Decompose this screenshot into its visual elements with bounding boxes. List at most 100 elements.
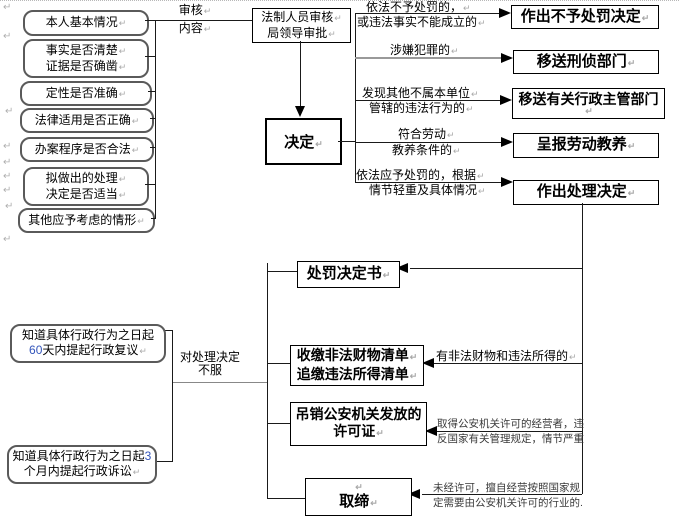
branch-condition: 发现其他不属本单位↵: [362, 86, 479, 100]
dissatisfied-label: 对处理决定 不服: [179, 350, 240, 377]
node-label: 其他应予考虑的情形: [28, 212, 137, 227]
node-label: 办案程序是否合法: [34, 141, 131, 156]
arrow-left-icon: [396, 263, 408, 273]
connector-line: [162, 330, 172, 331]
arrow-left-icon: [408, 489, 420, 499]
formatting-mark: ↵: [3, 2, 12, 13]
connector-line: [434, 363, 582, 364]
outcome-condition: 未经许可，擅自经营按照国家规: [433, 482, 580, 494]
node-label: 法制人员审核: [261, 9, 334, 24]
flow-node-legal-review-approval: 法制人员审核↵ 局领导审批↵: [252, 8, 351, 43]
formatting-mark: ↵: [139, 346, 147, 356]
node-label: 定性是否准确: [45, 85, 118, 100]
connector-line: [355, 13, 356, 182]
node-label: 作出不予处罚决定: [520, 7, 641, 25]
branch-condition: 依法应予处罚的，根据↵: [356, 168, 485, 182]
flow-node-basic-info: 本人基本情况↵: [23, 10, 149, 36]
branch-condition: 情节轻重及具体情况↵: [369, 183, 486, 197]
connector-line: [355, 100, 500, 101]
arrow-left-icon: [425, 426, 437, 436]
flow-node-law-application: 法律适用是否正确↵: [20, 108, 154, 133]
node-label: 移送有关行政主管部门: [518, 91, 659, 107]
connector-line: [437, 431, 582, 432]
formatting-mark: ↵: [382, 270, 391, 280]
flow-node-transfer-administrative-dept: 移送有关行政主管部门 ↵: [512, 88, 665, 119]
node-label: 收缴非法财物清单: [296, 346, 409, 363]
formatting-mark: ↵: [132, 467, 141, 477]
connector-line: [151, 218, 155, 219]
flow-node-revoke-license: 吊销公安机关发放的 许可证↵: [290, 402, 427, 446]
node-label: 取缔: [339, 493, 370, 510]
formatting-mark: ↵: [585, 106, 593, 116]
node-label: 本人基本情况: [45, 15, 118, 29]
formatting-mark: ↵: [409, 351, 418, 362]
formatting-mark: ↵: [118, 45, 127, 56]
connector-line: [145, 184, 155, 185]
formatting-mark: ↵: [409, 370, 418, 381]
flow-node-confiscation-lists: 收缴非法财物清单↵ 追缴违法所得清单↵: [290, 345, 424, 386]
formatting-mark: ↵: [315, 139, 323, 149]
node-label: 吊销公安机关发放的: [295, 406, 422, 422]
arrow-right-icon: [501, 177, 513, 187]
node-label: 证据是否确凿: [45, 58, 118, 73]
formatting-mark: ↵: [118, 88, 127, 99]
connector-line: [355, 57, 501, 59]
review-content-label: 审核↵: [178, 3, 212, 17]
arrow-left-icon: [422, 358, 434, 368]
outcome-condition: 定需要由公安机关许可的行业的.: [433, 497, 583, 509]
node-label: 天内提起行政复议: [42, 343, 139, 357]
connector-line: [355, 142, 501, 143]
connector-line: [338, 141, 355, 142]
connector-line: [267, 263, 268, 499]
formatting-mark: ↵: [355, 482, 363, 492]
node-label: 知道具体行政行为之日起: [12, 449, 145, 463]
deadline-number: 60: [29, 343, 43, 357]
formatting-mark: ↵: [118, 61, 127, 72]
flow-node-proposed-decision: 拟做出的处理↵ 决定是否适当↵: [23, 167, 149, 206]
formatting-mark: ↵: [376, 428, 384, 438]
node-label: 事实是否清楚: [45, 42, 118, 57]
formatting-mark: ↵: [3, 185, 12, 196]
node-label: 呈报劳动教养: [536, 136, 627, 153]
review-content-label: 内容↵: [178, 21, 212, 35]
formatting-mark: ↵: [3, 31, 12, 42]
connector-line: [152, 461, 172, 462]
flow-node-ban: ↵ 取缔↵: [305, 478, 412, 516]
node-label: 法律适用是否正确: [34, 112, 131, 127]
formatting-mark: ↵: [3, 234, 12, 245]
connector-line: [172, 382, 267, 383]
branch-condition: 依法不予处罚的，↵: [366, 0, 471, 14]
node-label: 许可证: [333, 423, 376, 439]
branch-condition: 或违法事实不能成立的↵: [357, 15, 486, 29]
formatting-mark: ↵: [118, 18, 127, 28]
formatting-mark: ↵: [131, 115, 140, 126]
branch-condition: 符合劳动↵: [398, 127, 455, 141]
connector-line: [145, 20, 252, 21]
connector-line: [300, 41, 301, 108]
flow-node-transfer-criminal-investigation: 移送刑侦部门↵: [513, 50, 659, 74]
formatting-mark: ↵: [328, 28, 336, 39]
formatting-mark: ↵: [131, 144, 140, 155]
node-label: 局领导审批: [267, 25, 328, 40]
arrow-right-icon: [499, 8, 511, 18]
formatting-mark: ↵: [118, 173, 127, 184]
connector-line: [267, 363, 290, 364]
connector-line: [355, 182, 501, 183]
outcome-condition: 有非法财物和违法所得的↵: [436, 349, 577, 363]
connector-line: [267, 423, 290, 424]
branch-condition: 管辖的违法行为的↵: [369, 101, 474, 115]
flow-node-penalty-document: 处罚决定书↵: [297, 261, 400, 288]
flow-node-no-penalty-decision: 作出不予处罚决定↵: [511, 5, 659, 29]
node-label: 决定: [284, 134, 315, 151]
node-label: 作出处理决定: [536, 183, 627, 200]
connector-line: [148, 91, 155, 92]
branch-condition: 教养条件的↵: [392, 143, 461, 157]
formatting-mark: ↵: [627, 188, 636, 198]
flow-node-administrative-reconsideration: 知道具体行政行为之日起 60 天内提起行政复议↵: [10, 324, 166, 363]
formatting-mark: ↵: [334, 12, 342, 23]
formatting-mark: ↵: [137, 215, 145, 226]
connector-line: [150, 147, 155, 148]
connector-line: [145, 56, 155, 57]
node-label: 决定是否适当: [45, 186, 118, 201]
